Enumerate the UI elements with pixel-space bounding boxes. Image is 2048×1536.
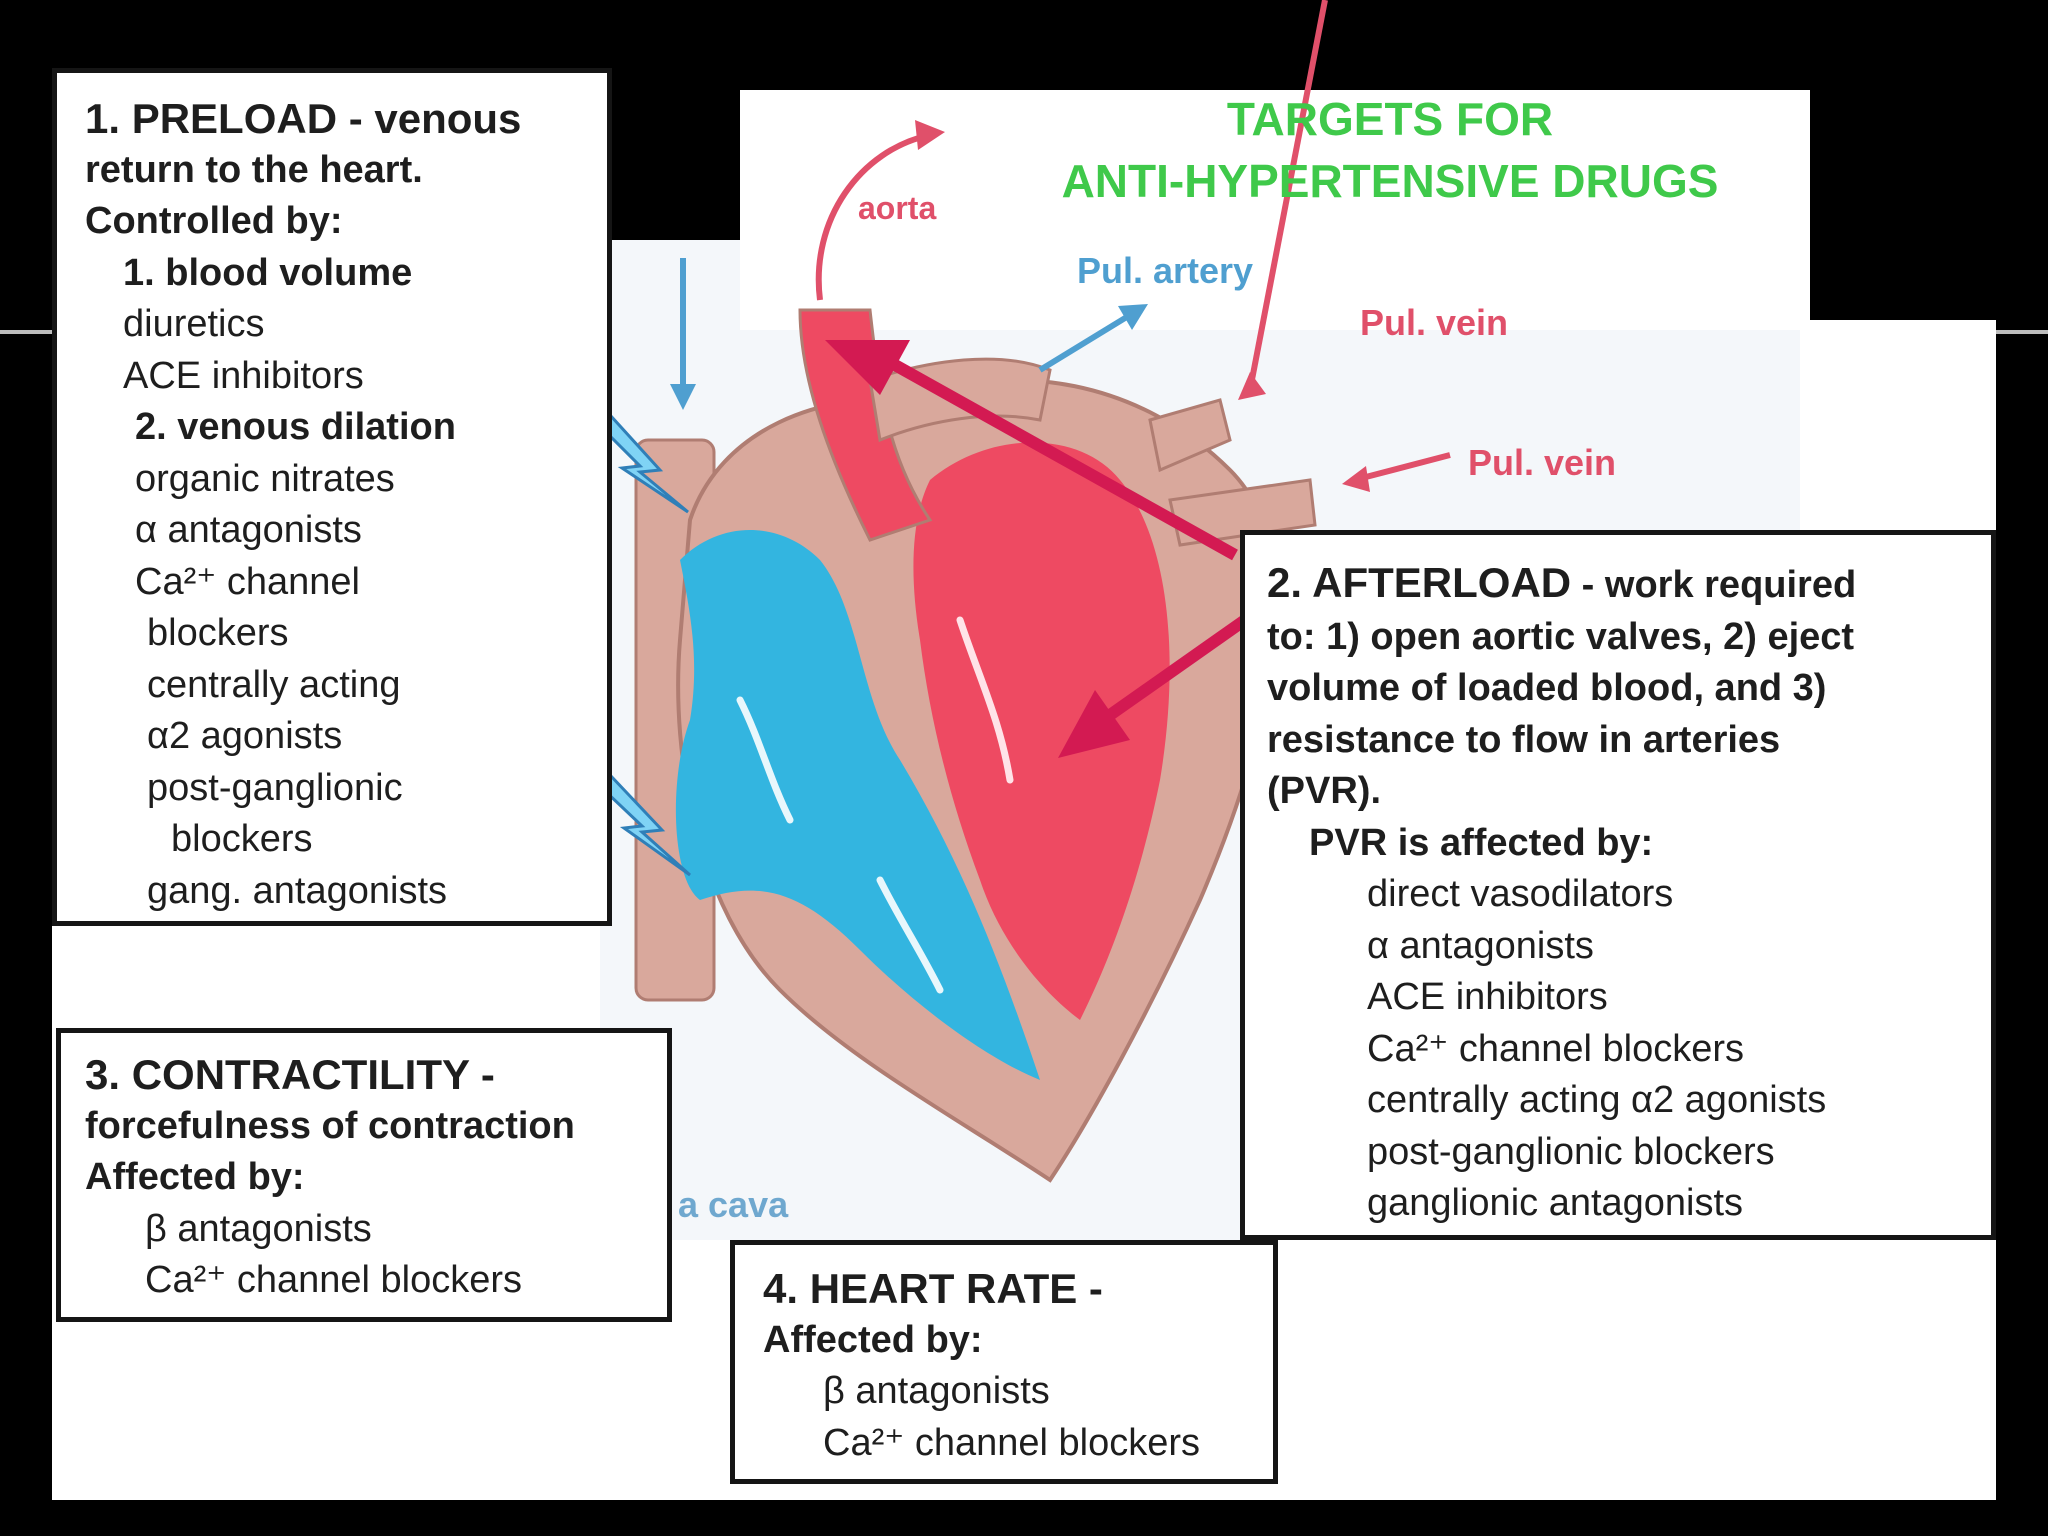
heart-rate-box: 4. HEART RATE - Affected by: β antagonis… (730, 1240, 1278, 1484)
preload-line: diuretics (85, 299, 607, 351)
afterload-heading-line: 2. AFTERLOAD - work required (1267, 557, 1991, 612)
preload-heading: 1. PRELOAD (85, 95, 337, 142)
preload-heading-rest: - venous (337, 95, 521, 142)
preload-line: Controlled by: (85, 196, 607, 248)
preload-line: centrally acting (85, 660, 607, 712)
preload-line: 2. venous dilation (85, 402, 607, 454)
preload-box: 1. PRELOAD - venous return to the heart.… (52, 68, 612, 926)
afterload-line: α antagonists (1267, 921, 1991, 973)
afterload-heading-rest: - work required (1571, 564, 1856, 606)
contractility-heading: 3. CONTRACTILITY - (85, 1049, 667, 1101)
preload-line: blockers (85, 608, 607, 660)
preload-line: gang. antagonists (85, 866, 607, 918)
afterload-line: volume of loaded blood, and 3) (1267, 663, 1991, 715)
preload-line: α2 agonists (85, 711, 607, 763)
afterload-line: centrally acting α2 agonists (1267, 1075, 1991, 1127)
contractility-line: forcefulness of contraction (85, 1101, 667, 1153)
preload-line: organic nitrates (85, 454, 607, 506)
afterload-line: to: 1) open aortic valves, 2) eject (1267, 612, 1991, 664)
preload-line: ACE inhibitors (85, 351, 607, 403)
afterload-line: ACE inhibitors (1267, 972, 1991, 1024)
heart-rate-heading: 4. HEART RATE - (763, 1263, 1273, 1315)
preload-line: 1. blood volume (85, 248, 607, 300)
vena-cava-label: a cava (678, 1184, 788, 1226)
heart-rate-line: Affected by: (763, 1315, 1273, 1367)
preload-heading-line: 1. PRELOAD - venous (85, 93, 607, 145)
preload-line: return to the heart. (85, 145, 607, 197)
afterload-line: (PVR). (1267, 766, 1991, 818)
afterload-line: Ca²⁺ channel blockers (1267, 1024, 1991, 1076)
aorta-label: aorta (858, 190, 936, 227)
afterload-line: PVR is affected by: (1267, 818, 1991, 870)
pul-vein-label-2: Pul. vein (1468, 442, 1616, 484)
preload-line: blockers (85, 814, 607, 866)
preload-line: Ca²⁺ channel (85, 557, 607, 609)
pul-artery-label: Pul. artery (1077, 250, 1253, 292)
preload-line: post-ganglionic (85, 763, 607, 815)
afterload-line: ganglionic antagonists (1267, 1178, 1991, 1230)
afterload-line: resistance to flow in arteries (1267, 715, 1991, 767)
afterload-line: direct vasodilators (1267, 869, 1991, 921)
preload-line: α antagonists (85, 505, 607, 557)
contractility-line: Affected by: (85, 1152, 667, 1204)
heart-rate-line: Ca²⁺ channel blockers (763, 1418, 1273, 1470)
diagram-title: TARGETS FOR ANTI-HYPERTENSIVE DRUGS (980, 88, 1800, 212)
contractility-line: Ca²⁺ channel blockers (85, 1255, 667, 1307)
title-line-2: ANTI-HYPERTENSIVE DRUGS (980, 150, 1800, 212)
afterload-line: post-ganglionic blockers (1267, 1127, 1991, 1179)
afterload-heading: 2. AFTERLOAD (1267, 559, 1571, 606)
afterload-box: 2. AFTERLOAD - work required to: 1) open… (1240, 530, 1996, 1240)
pul-vein-label-1: Pul. vein (1360, 302, 1508, 344)
contractility-line: β antagonists (85, 1204, 667, 1256)
heart-rate-line: β antagonists (763, 1366, 1273, 1418)
title-line-1: TARGETS FOR (980, 88, 1800, 150)
contractility-box: 3. CONTRACTILITY - forcefulness of contr… (56, 1028, 672, 1322)
